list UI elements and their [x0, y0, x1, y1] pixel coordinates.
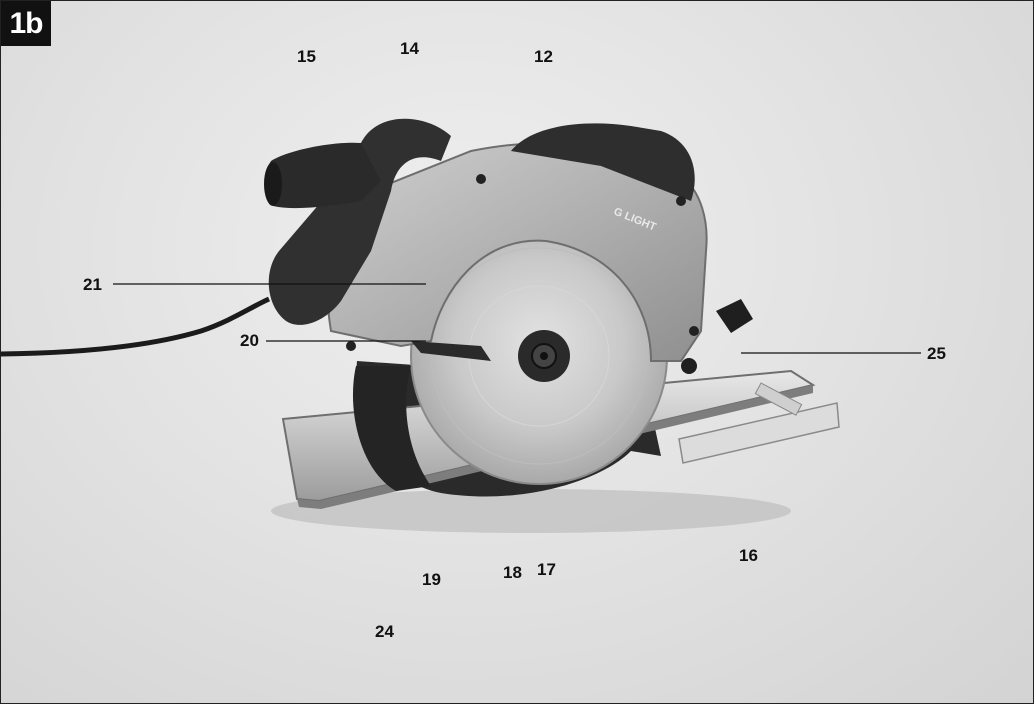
leader-lines: [113, 283, 921, 354]
callout-24: 24: [375, 622, 394, 641]
figure-badge: 1b: [1, 1, 51, 46]
callout-15: 15: [297, 47, 316, 66]
rip-fence-bar: [754, 382, 803, 416]
callout-17: 17: [537, 560, 556, 579]
callout-16: 16: [739, 546, 758, 565]
callout-19: 19: [422, 570, 441, 589]
depth-knob: [716, 299, 753, 333]
rip-fence: [678, 402, 840, 464]
callout-18: 18: [503, 563, 522, 582]
rear-guard: [352, 366, 431, 491]
motor-housing: [511, 123, 695, 201]
bevel-lever: [411, 341, 491, 361]
callout-12: 12: [534, 47, 553, 66]
callout-21: 21: [83, 275, 102, 294]
power-cord: [1, 296, 271, 357]
callout-20: 20: [240, 331, 259, 350]
rear-handle: [268, 118, 451, 325]
dust-port: [265, 142, 381, 209]
callout-14: 14: [400, 39, 419, 58]
callout-25: 25: [927, 344, 946, 363]
shadow: [271, 489, 791, 533]
